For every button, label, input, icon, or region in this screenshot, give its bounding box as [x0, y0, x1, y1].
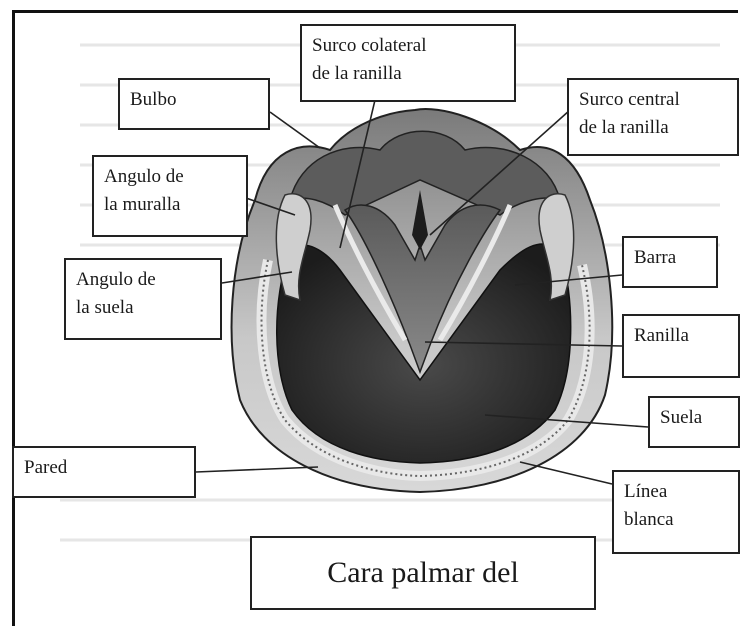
bulbs	[288, 130, 562, 216]
label-linea-blanca: Línea blanca	[612, 470, 740, 554]
label-suela: Suela	[648, 396, 740, 448]
figure-caption: Cara palmar del	[250, 536, 596, 610]
label-ranilla: Ranilla	[622, 314, 740, 378]
label-barra: Barra	[622, 236, 718, 288]
frog	[343, 204, 502, 375]
collateral-sulcus-right	[437, 204, 513, 342]
collateral-sulcus-left	[332, 204, 408, 342]
label-angulo-suela: Angulo de la suela	[64, 258, 222, 340]
figure-frame	[12, 10, 738, 626]
label-surco-colateral: Surco colateral de la ranilla	[300, 24, 516, 102]
leader-lines	[195, 99, 649, 485]
label-surco-central: Surco central de la ranilla	[567, 78, 739, 156]
central-sulcus	[412, 190, 428, 250]
label-pared: Pared	[12, 446, 196, 498]
label-angulo-muralla: Angulo de la muralla	[92, 155, 248, 237]
bar-right	[538, 193, 575, 302]
sole	[276, 243, 572, 464]
label-bulbo: Bulbo	[118, 78, 270, 130]
